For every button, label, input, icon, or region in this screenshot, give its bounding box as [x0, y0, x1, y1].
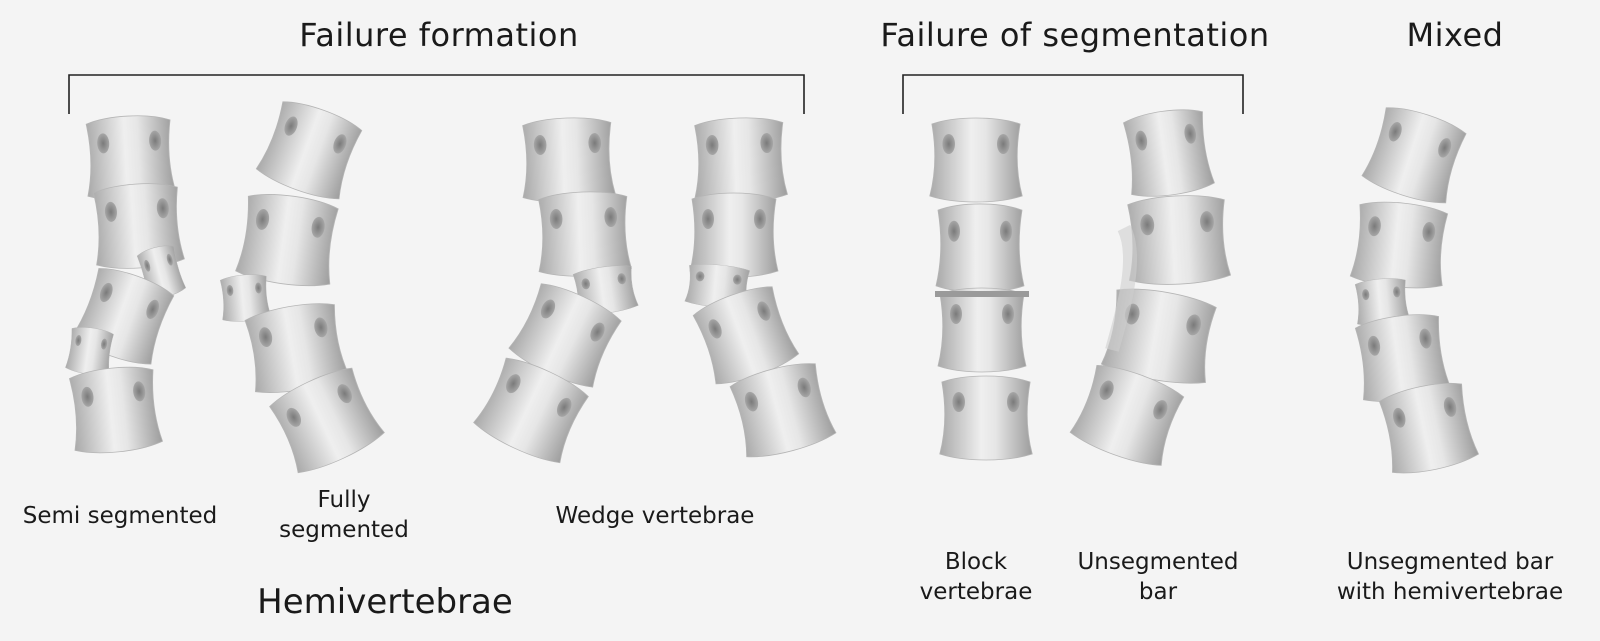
- vertebra: [1124, 192, 1232, 288]
- vertebra: [1120, 105, 1216, 201]
- label-unsegmented-bar-hemivertebrae: Unsegmented bar with hemivertebrae: [1336, 549, 1564, 605]
- vertebra: [535, 189, 633, 279]
- column-semi-segmented: [64, 113, 187, 457]
- column-mixed: [1349, 100, 1481, 479]
- vertebra: [937, 287, 1027, 373]
- vertebra: [1349, 197, 1451, 293]
- label-semi-segmented: Semi segmented: [22, 503, 218, 529]
- label-unsegmented-bar: Unsegmented bar: [1077, 549, 1239, 605]
- vertebra: [929, 117, 1023, 203]
- column-block-vertebrae: [929, 117, 1033, 461]
- bracket-failure-segmentation: [902, 74, 1244, 114]
- label-block-vertebrae: Block vertebrae: [919, 549, 1033, 605]
- column-wedge-left: [470, 115, 640, 469]
- vertebra: [691, 115, 789, 205]
- bracket-failure-formation: [68, 74, 805, 114]
- vertebra: [66, 363, 164, 457]
- heading-failure-segmentation: Failure of segmentation: [880, 16, 1270, 54]
- label-fully-segmented: Fully segmented: [279, 487, 409, 543]
- vertebra: [1359, 100, 1471, 210]
- label-hemivertebrae: Hemivertebrae: [257, 582, 513, 622]
- vertebra: [253, 94, 367, 206]
- vertebra: [935, 203, 1025, 293]
- unsegmented-bar-shape: [1105, 224, 1137, 352]
- column-fully-segmented: [218, 94, 388, 479]
- column-wedge-right: [684, 115, 839, 464]
- vertebra: [939, 375, 1033, 461]
- column-unsegmented-bar: [1067, 105, 1232, 472]
- heading-failure-formation: Failure formation: [299, 16, 579, 54]
- heading-mixed: Mixed: [1406, 16, 1504, 54]
- label-wedge-vertebrae: Wedge vertebrae: [555, 503, 755, 529]
- vertebra: [519, 115, 617, 205]
